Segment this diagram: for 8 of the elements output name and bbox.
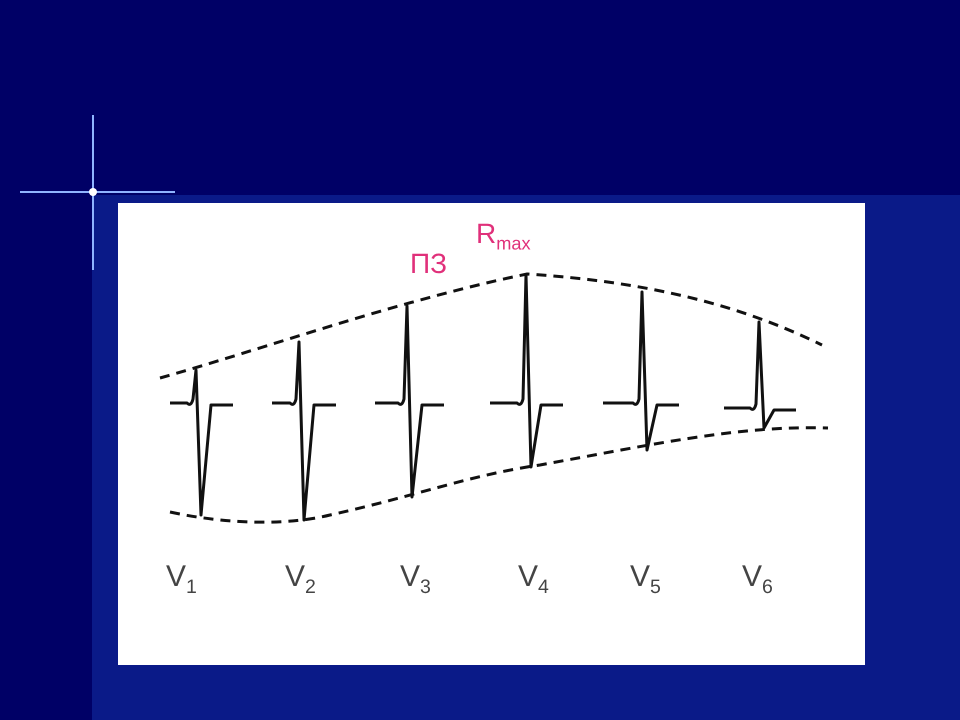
lead-label: V$_{1}$ [166,562,197,598]
annotation-label: R$_{max}$ [476,220,531,253]
lead-label: V$_{3}$ [400,562,431,598]
lead-label: V$_{6}$ [742,562,773,598]
lead-label: V$_{2}$ [285,562,316,598]
annotation-label: ПЗ [410,250,448,278]
lead-label: V$_{5}$ [630,562,661,598]
lead-label: V$_{4}$ [518,562,549,598]
